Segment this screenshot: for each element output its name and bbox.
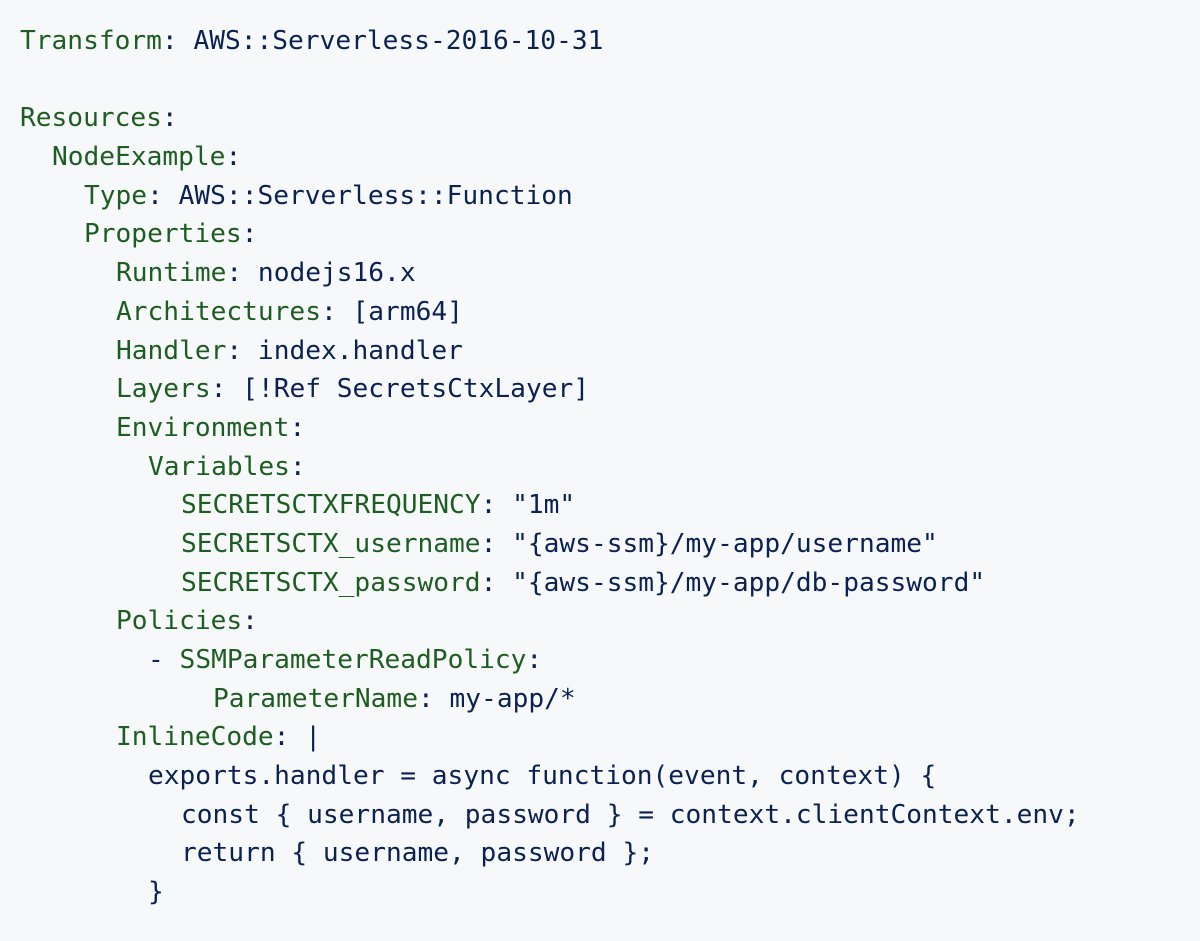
yaml-key: Properties (84, 219, 242, 250)
code-line-layers: Layers: [!Ref SecretsCtxLayer] (116, 374, 590, 405)
yaml-value: my-app/* (449, 683, 576, 714)
code-line-policies: Policies: (116, 606, 258, 637)
code-line-environment: Environment: (116, 412, 306, 443)
yaml-key: SECRETSCTX_password (181, 567, 481, 598)
yaml-key: Resources (20, 103, 162, 134)
yaml-value: [!Ref SecretsCtxLayer] (242, 374, 590, 405)
js-code: } (148, 877, 164, 908)
yaml-value: index.handler (257, 335, 463, 366)
code-line-handler: Handler: index.handler (116, 335, 463, 366)
yaml-key: SECRETSCTX_username (181, 528, 481, 559)
yaml-value: AWS::Serverless-2016-10-31 (193, 26, 604, 56)
list-dash: - (148, 645, 180, 675)
yaml-key: Layers (116, 374, 211, 405)
code-line-secretsctx-password: SECRETSCTX_password: "{aws-ssm}/my-app/d… (181, 567, 986, 598)
code-line-architectures: Architectures: [arm64] (116, 296, 463, 327)
yaml-value: AWS::Serverless::Function (178, 180, 573, 211)
code-line-resources: Resources: (20, 103, 178, 134)
yaml-key: Handler (116, 335, 227, 366)
yaml-key: SECRETSCTXFREQUENCY (181, 490, 481, 521)
yaml-key: Policies (116, 606, 243, 637)
code-line-js-exports: exports.handler = async function(event, … (0, 757, 1200, 796)
code-line-secretsctx-username: SECRETSCTX_username: "{aws-ssm}/my-app/u… (181, 528, 938, 559)
js-code: const { username, password } = context.c… (181, 799, 1080, 830)
yaml-key: Variables (148, 451, 290, 482)
code-line-ssm-policy: - SSMParameterReadPolicy: (148, 645, 543, 675)
yaml-key: ParameterName (213, 683, 418, 714)
yaml-key: NodeExample (52, 142, 226, 173)
code-line-js-const: const { username, password } = context.c… (0, 796, 1200, 835)
yaml-key: Type (84, 180, 148, 211)
yaml-value: | (305, 722, 321, 753)
yaml-key: Architectures (116, 296, 321, 327)
code-line-properties: Properties: (84, 219, 258, 250)
js-code: exports.handler = async function(event, … (148, 761, 937, 792)
code-line-js-close: } (0, 873, 1200, 912)
yaml-key: Environment (116, 412, 290, 443)
yaml-value: "{aws-ssm}/my-app/db-password" (512, 567, 986, 598)
code-line-node-example: NodeExample: (52, 142, 242, 173)
code-line-runtime: Runtime: nodejs16.x (116, 258, 416, 289)
yaml-value: "{aws-ssm}/my-app/username" (512, 528, 938, 559)
yaml-value: "1m" (512, 490, 576, 521)
yaml-value: [arm64] (352, 296, 463, 327)
code-line-parameter-name: ParameterName: my-app/* (213, 683, 576, 714)
js-code: return { username, password }; (181, 838, 654, 869)
yaml-key: Runtime (116, 258, 227, 289)
yaml-key: InlineCode (116, 722, 274, 753)
yaml-key: Transform (20, 26, 162, 56)
code-line-secretsctx-frequency: SECRETSCTXFREQUENCY: "1m" (181, 490, 576, 521)
code-line-type: Type: AWS::Serverless::Function (84, 180, 573, 211)
code-line-inline-code: InlineCode: | (116, 722, 321, 753)
yaml-value: nodejs16.x (257, 258, 416, 289)
code-line-variables: Variables: (148, 451, 306, 482)
code-line-js-return: return { username, password }; (0, 834, 1200, 873)
code-line-blank (0, 61, 1200, 100)
yaml-key: SSMParameterReadPolicy (179, 645, 527, 675)
code-line-transform: Transform: AWS::Serverless-2016-10-31 (20, 26, 604, 56)
